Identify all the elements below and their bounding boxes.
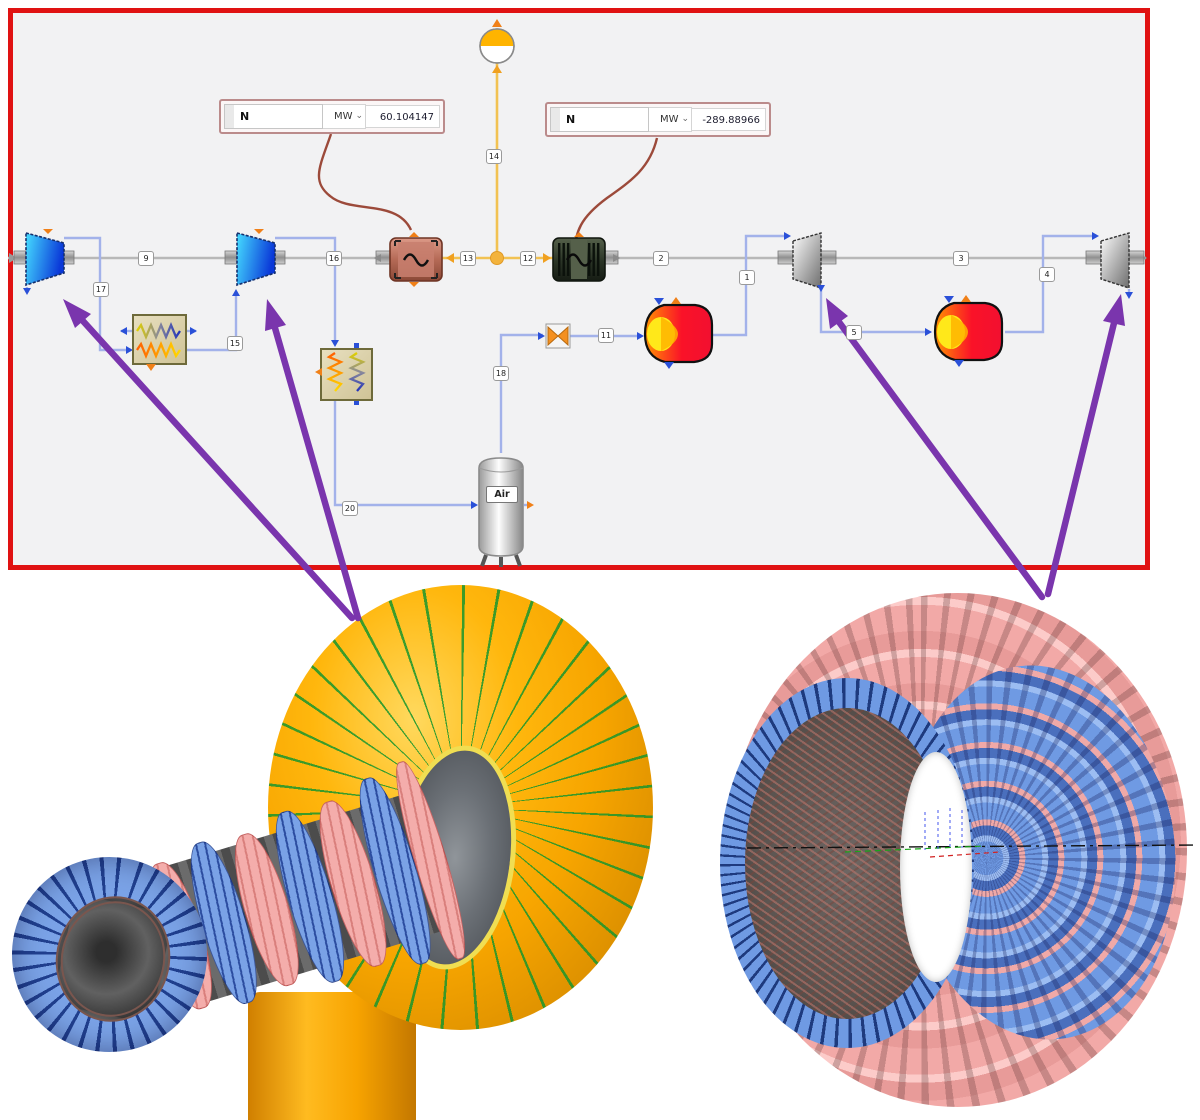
- chevron-down-icon: ⌄: [681, 114, 689, 124]
- stream-label: 18: [493, 366, 509, 381]
- chevron-down-icon: ⌄: [355, 111, 363, 121]
- meter-unit-select[interactable]: MW ⌄: [649, 107, 692, 132]
- stream-label: 17: [93, 282, 109, 297]
- stream-label: 3: [953, 251, 969, 266]
- stream-label: 1: [739, 270, 755, 285]
- meter-name-field[interactable]: N: [550, 107, 649, 132]
- stream-label: 11: [598, 328, 614, 343]
- stream-label: 2: [653, 251, 669, 266]
- stream-label: 5: [846, 325, 862, 340]
- meter-name-field[interactable]: N: [224, 104, 323, 129]
- meter-value: -289.88966: [692, 108, 766, 131]
- meter-unit-select[interactable]: MW ⌄: [323, 104, 366, 129]
- stream-label: 9: [138, 251, 154, 266]
- stream-label: 16: [326, 251, 342, 266]
- meter-name: N: [240, 110, 250, 123]
- meter-name: N: [566, 113, 576, 126]
- stream-label: 15: [227, 336, 243, 351]
- power-meter-1[interactable]: N MW ⌄ 60.104147: [219, 99, 445, 134]
- stream-label: 20: [342, 501, 358, 516]
- meter-value: 60.104147: [366, 105, 440, 128]
- meter-unit: MW: [333, 111, 353, 122]
- flowsheet-panel: [8, 8, 1150, 570]
- stream-label: 13: [460, 251, 476, 266]
- meter-unit: MW: [659, 114, 679, 125]
- power-meter-2[interactable]: N MW ⌄ -289.88966: [545, 102, 771, 137]
- annulus-bore: [900, 752, 972, 982]
- stream-label: 12: [520, 251, 536, 266]
- stream-label: 14: [486, 149, 502, 164]
- stream-label: 4: [1039, 267, 1055, 282]
- air-tank-label: Air: [486, 486, 518, 503]
